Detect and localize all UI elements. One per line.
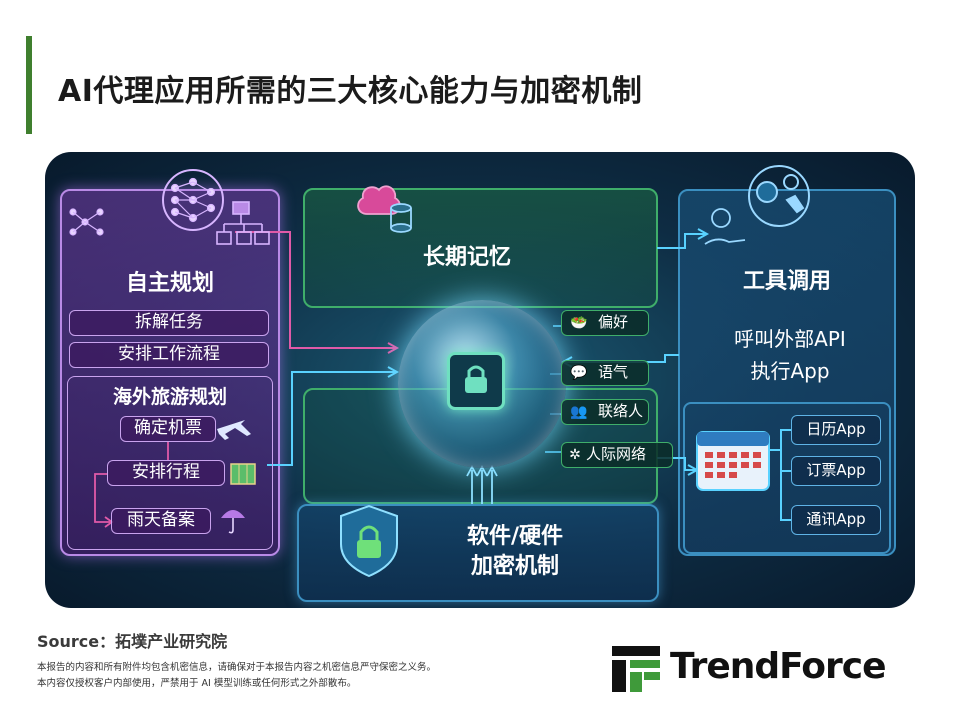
gear-api-icon (748, 165, 810, 227)
security-title: 软件/硬件 加密机制 (435, 522, 595, 582)
trip-example-title: 海外旅游规划 (112, 386, 227, 408)
brand-wordmark: TrendForce (670, 646, 887, 687)
memory-tag-label: 语气 (598, 363, 629, 381)
title-accent-bar (26, 36, 32, 134)
network-icon: ✲ (569, 447, 581, 463)
source-citation: Source：拓墣产业研究院 (37, 632, 228, 651)
memory-title: 长期记忆 (423, 245, 512, 270)
app-calendar: 日历App (791, 415, 881, 445)
trip-step-rain-plan: 雨天备案 (111, 508, 211, 534)
memory-tag-contacts: 👥 联络人 (561, 399, 649, 425)
memory-tag-label: 偏好 (598, 313, 629, 331)
planning-title: 自主规划 (125, 271, 214, 296)
app-ticketing: 订票App (791, 456, 881, 486)
memory-tag-network: ✲ 人际网络 (561, 442, 673, 468)
security-line2: 加密机制 (470, 554, 559, 579)
trip-step-itinerary: 安排行程 (107, 460, 225, 486)
hand-api-icon (704, 208, 746, 245)
tools-title: 工具调用 (742, 269, 831, 294)
neural-network-icon (69, 169, 224, 236)
brain-database-icon (357, 185, 412, 233)
planning-item-split-task: 拆解任务 (69, 310, 269, 336)
usage-note: 本内容仅授权客户内部使用，严禁用于 AI 模型训练或任何形式之外部散布。 (37, 678, 357, 689)
chat-bubble-icon: 💬 (570, 365, 588, 381)
planning-panel (60, 189, 280, 556)
shield-lock-icon (340, 504, 398, 578)
people-icon: 👥 (570, 404, 588, 420)
calendar-icon (696, 431, 770, 491)
tools-desc-line2: 执行App (750, 359, 830, 383)
umbrella-icon (221, 510, 245, 534)
infographic: 自主规划 长期记忆 工具调用 呼叫外部API 执行App 软件/硬件 加密机制 … (45, 152, 915, 608)
confidentiality-note: 本报告的内容和所有附件均包含机密信息，请确保对于本报告内容之机密信息严守保密之义… (37, 662, 437, 673)
apps-panel (683, 402, 891, 554)
tools-description: 呼叫外部API 执行App (695, 323, 885, 387)
memory-tag-label: 人际网络 (586, 445, 647, 463)
flowchart-icon (216, 201, 270, 245)
page-title: AI代理应用所需的三大核心能力与加密机制 (58, 74, 643, 109)
app-messaging: 通讯App (791, 505, 881, 535)
memory-tag-label: 联络人 (598, 402, 644, 420)
planning-item-workflow: 安排工作流程 (69, 342, 269, 368)
bowl-icon: 🥗 (570, 315, 588, 331)
map-icon (230, 463, 256, 485)
lock-chip-icon (447, 352, 505, 410)
connection-lines (69, 165, 810, 578)
airplane-icon (217, 420, 251, 440)
memory-tag-preference: 🥗 偏好 (561, 310, 649, 336)
tools-desc-line1: 呼叫外部API (734, 327, 846, 351)
memory-tag-tone: 💬 语气 (561, 360, 649, 386)
tools-panel (678, 189, 896, 556)
trip-step-flight: 确定机票 (120, 416, 216, 442)
trendforce-logo-icon (612, 646, 660, 692)
trip-example-box (67, 376, 273, 550)
security-line1: 软件/硬件 (466, 524, 564, 549)
